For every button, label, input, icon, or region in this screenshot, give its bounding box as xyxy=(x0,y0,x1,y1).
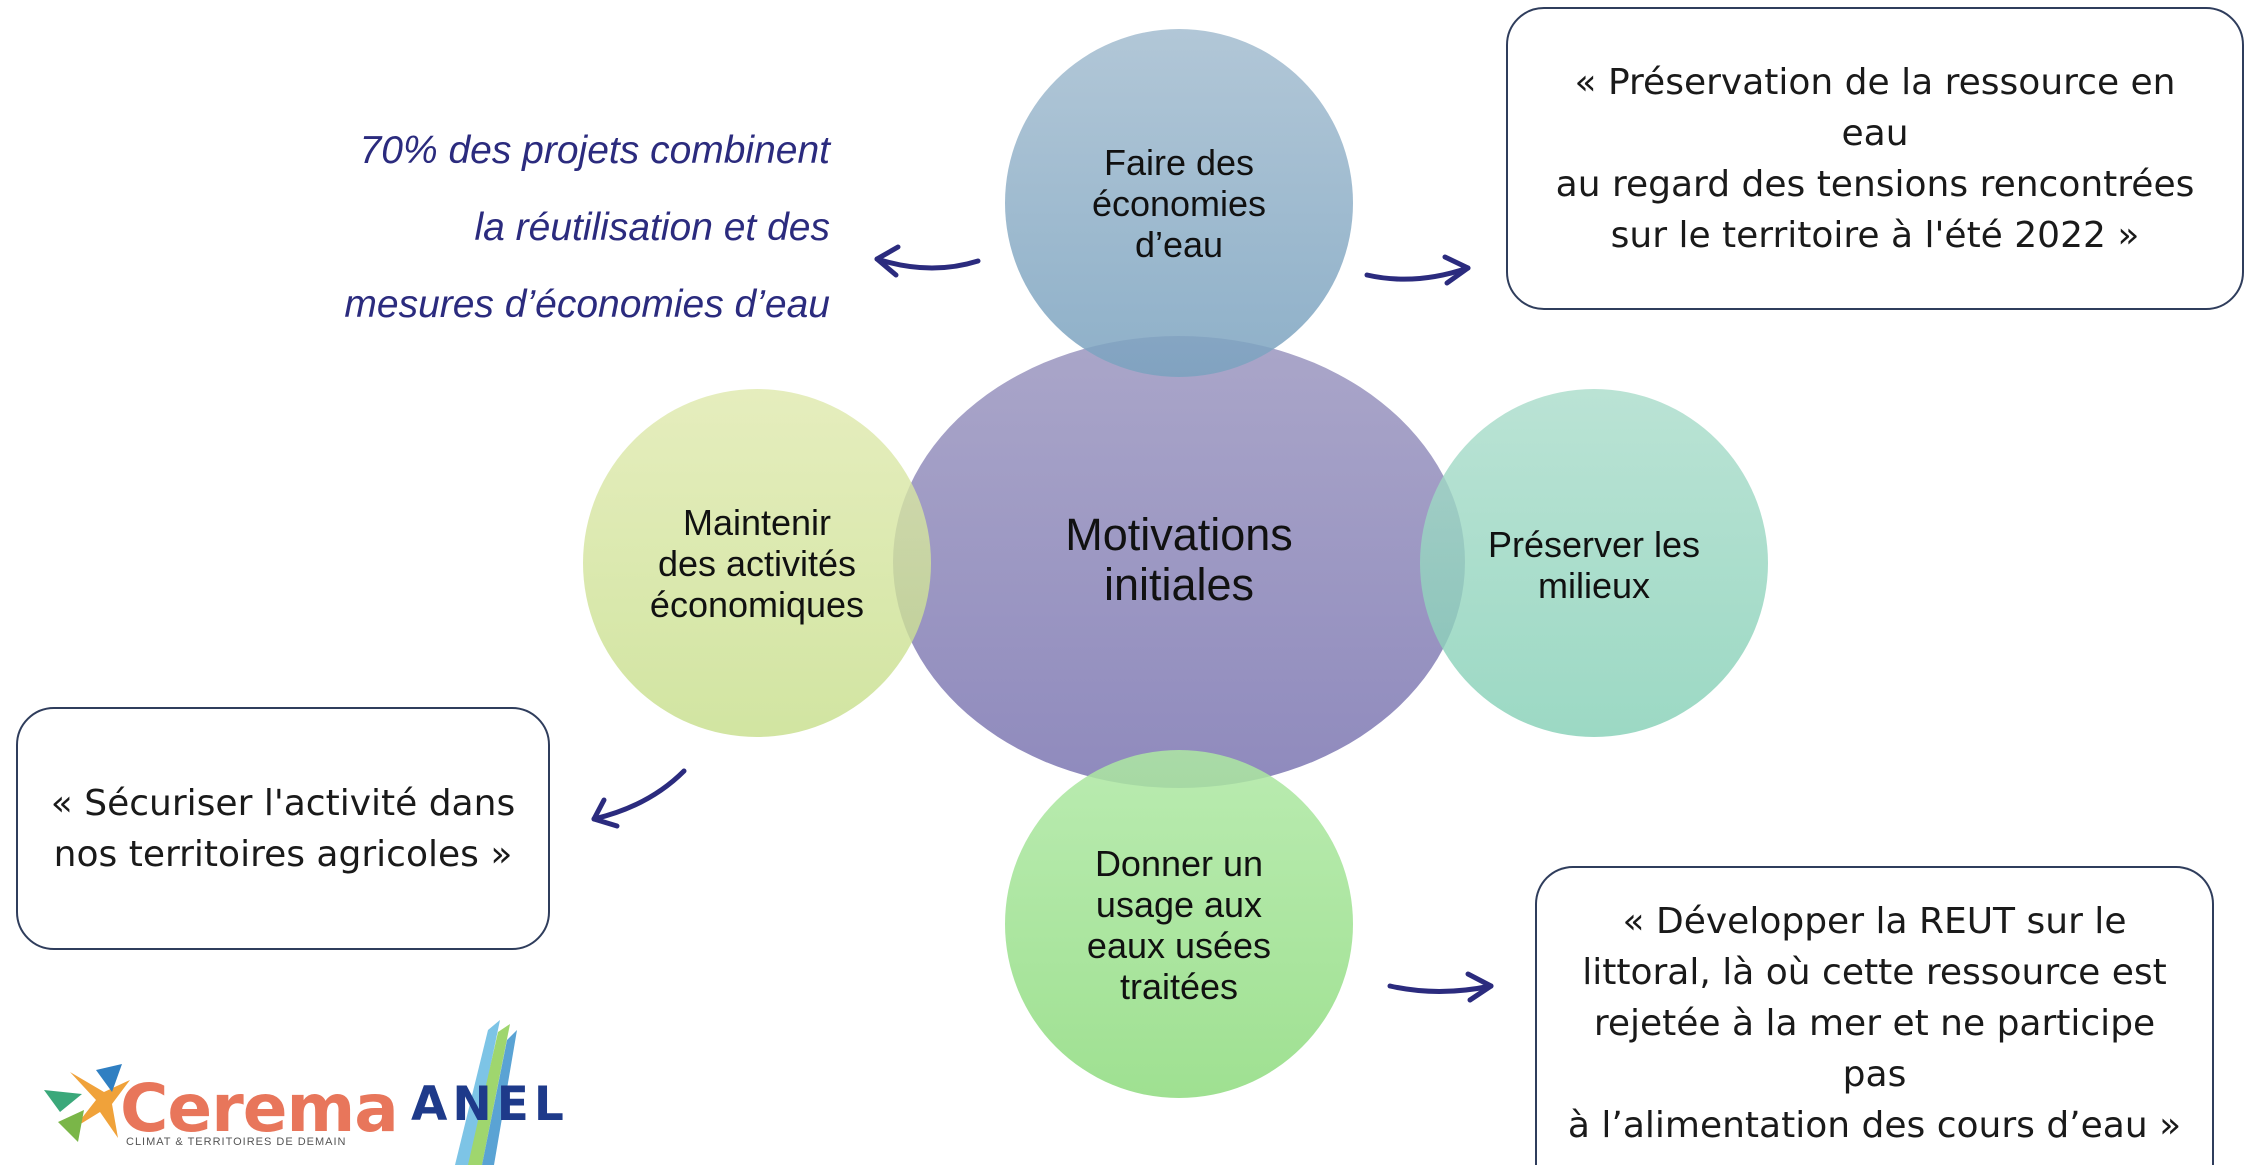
left-circle xyxy=(583,389,931,737)
quote-line: littoral, là où cette ressource est xyxy=(1582,952,2167,993)
cerema-logo-icon xyxy=(44,1064,130,1142)
statement-line: 70% des projets combinent xyxy=(359,129,830,172)
center-label-line: initiales xyxy=(1103,559,1255,610)
left-circle-label-line: Maintenir xyxy=(682,501,832,543)
bottom-circle-label-line: traitées xyxy=(1119,966,1239,1007)
anel-logo-name: ANEL xyxy=(411,1077,569,1132)
anel-logo-icon xyxy=(455,1020,517,1165)
quote-line: à l’alimentation des cours d’eau » xyxy=(1567,1105,2182,1146)
quote-line: « Développer la REUT sur le xyxy=(1622,901,2127,942)
bottom-circle-label-line: Donner un xyxy=(1094,843,1264,884)
quote-line: au regard des tensions rencontrées xyxy=(1555,163,2195,205)
quote-box-top-right: « Préservation de la ressource en eau au… xyxy=(1506,7,2244,310)
center-label: Motivations initiales xyxy=(1019,505,1339,615)
cerema-logo-name: Cerema xyxy=(120,1070,399,1147)
right-circle-label-line: Préserver les xyxy=(1487,524,1701,565)
quote-line: nos territoires agricoles » xyxy=(53,833,513,875)
top-circle-label: Faire des économies d’eau xyxy=(1029,138,1329,268)
cerema-logo-tagline: CLIMAT & TERRITOIRES DE DEMAIN xyxy=(126,1136,347,1148)
statement-text: 70% des projets combinent la réutilisati… xyxy=(180,112,830,343)
top-circle xyxy=(1005,29,1353,377)
left-circle-label: Maintenir des activités économiques xyxy=(617,498,897,628)
quote-line: « Préservation de la ressource en eau xyxy=(1574,61,2176,154)
top-circle-label-line: d’eau xyxy=(1134,223,1224,265)
right-circle-label: Préserver les milieux xyxy=(1454,520,1734,610)
top-circle-label-line: Faire des xyxy=(1103,141,1255,183)
arrow-to-statement xyxy=(874,244,981,278)
left-circle-label-line: des activités xyxy=(657,542,857,584)
arrow-to-quote-bottom-right xyxy=(1387,971,1494,1003)
bottom-circle-label: Donner un usage aux eaux usées traitées xyxy=(1039,840,1319,1010)
center-ellipse xyxy=(893,336,1465,788)
bottom-circle xyxy=(1005,750,1353,1098)
arrow-to-quote-left xyxy=(591,768,687,829)
quote-line: sur le territoire à l'été 2022 » xyxy=(1610,214,2140,256)
right-circle-label-line: milieux xyxy=(1537,565,1651,606)
bottom-circle-label-line: eaux usées xyxy=(1086,925,1272,966)
left-circle-label-line: économiques xyxy=(649,583,865,625)
arrow-to-quote-top-right xyxy=(1364,254,1471,286)
quote-box-bottom-right: « Développer la REUT sur le littoral, là… xyxy=(1535,866,2214,1165)
right-circle xyxy=(1420,389,1768,737)
bottom-circle-label-line: usage aux xyxy=(1095,884,1263,925)
top-circle-label-line: économies xyxy=(1091,182,1267,224)
quote-line: « Sécuriser l'activité dans xyxy=(50,782,516,824)
statement-line: mesures d’économies d’eau xyxy=(344,283,830,326)
center-label-line: Motivations xyxy=(1065,509,1293,560)
statement-line: la réutilisation et des xyxy=(474,206,830,249)
quote-line: rejetée à la mer et ne participe pas xyxy=(1593,1003,2156,1095)
quote-box-left: « Sécuriser l'activité dans nos territoi… xyxy=(16,707,550,950)
